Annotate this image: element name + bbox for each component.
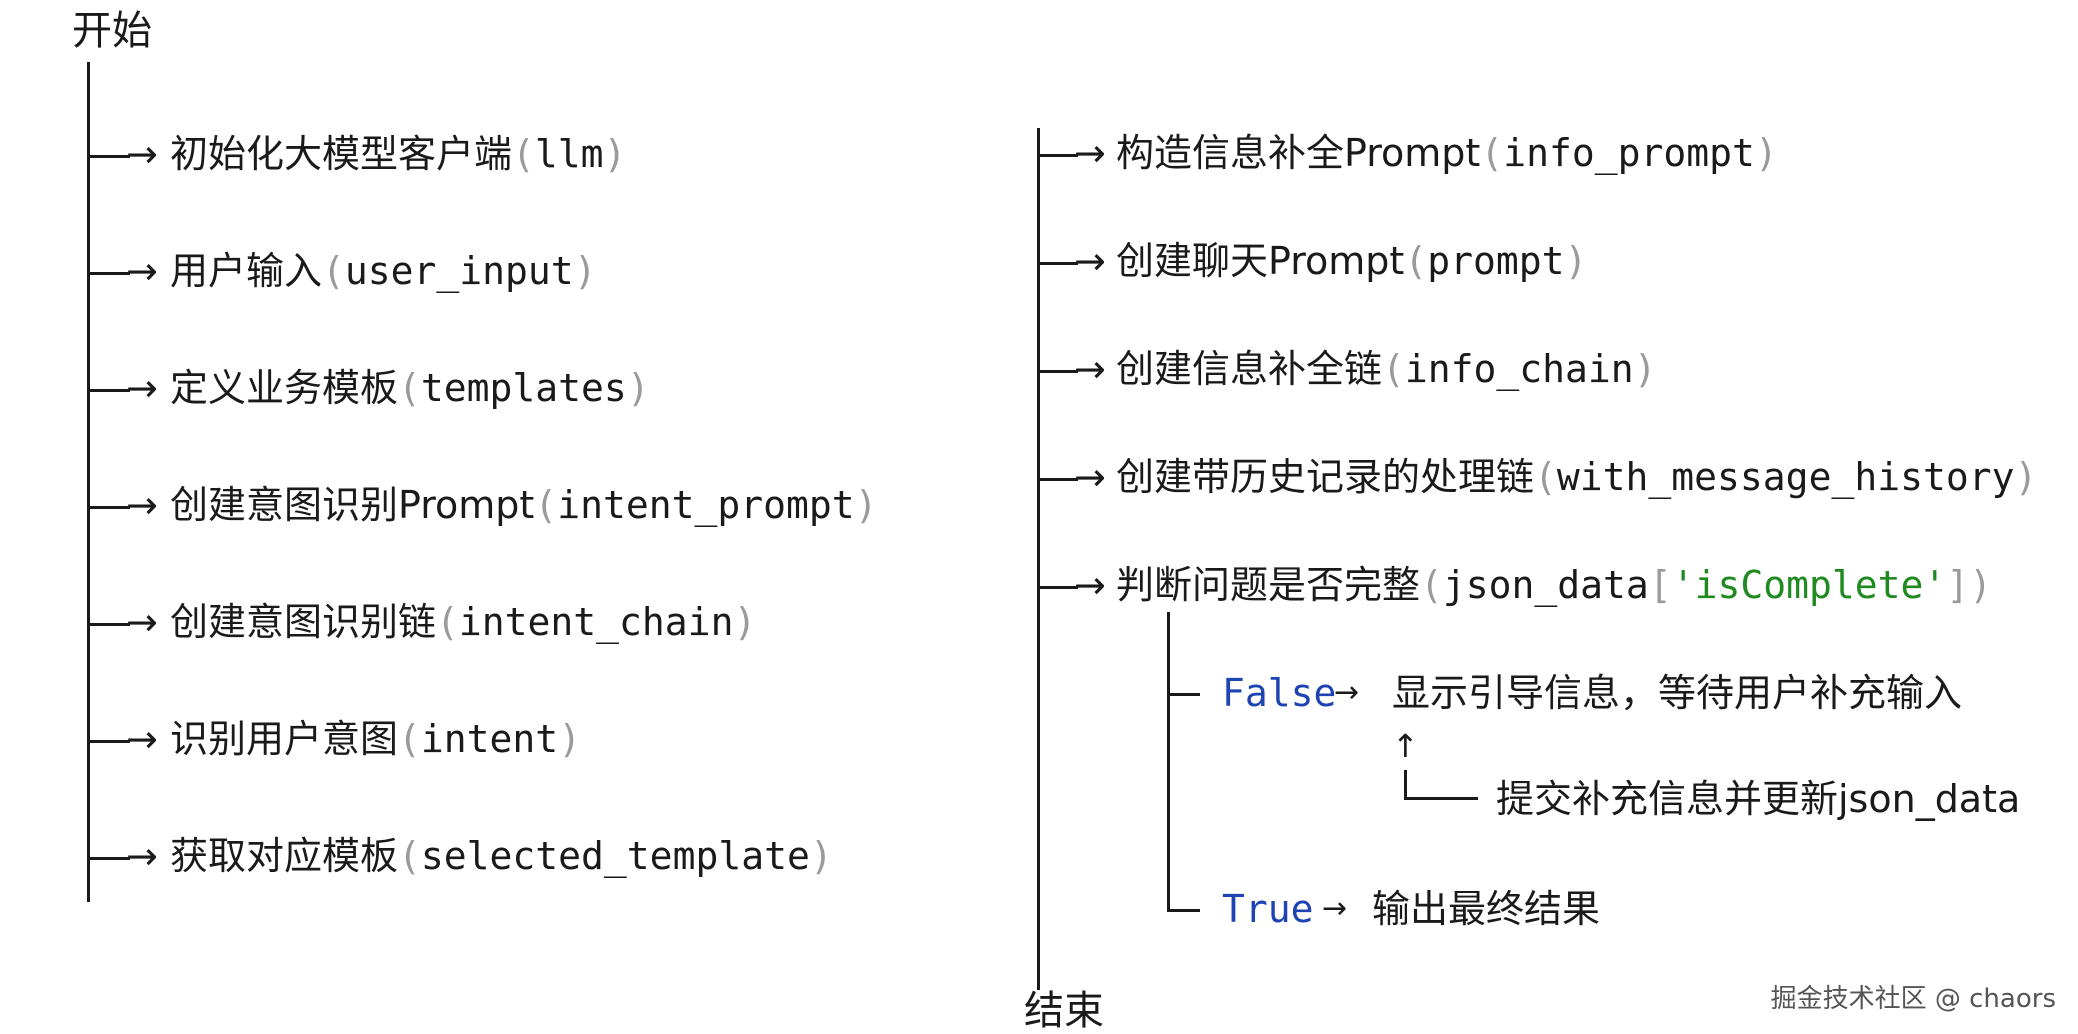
false-branch-line bbox=[1170, 693, 1200, 696]
branch-line bbox=[1040, 478, 1078, 481]
step-text: 判断问题是否完整 bbox=[1116, 563, 1421, 607]
true-action: 输出最终结果 bbox=[1372, 887, 1601, 931]
branch-line bbox=[90, 389, 130, 392]
arrow-right-icon: → bbox=[126, 717, 158, 761]
step-text: 创建意图识别Prompt bbox=[170, 483, 535, 527]
step-text: 构造信息补全Prompt bbox=[1116, 131, 1481, 175]
step-var: llm bbox=[534, 132, 604, 176]
feedback-line-horizontal bbox=[1404, 797, 1478, 800]
arrow-right-icon: → bbox=[126, 132, 158, 176]
arrow-right-icon: → bbox=[1074, 563, 1106, 607]
watermark: 掘金技术社区 @ chaors bbox=[1770, 984, 2056, 1014]
arrow-right-icon: → bbox=[1334, 675, 1360, 710]
step-var: intent bbox=[420, 717, 559, 761]
arrow-right-icon: → bbox=[126, 483, 158, 527]
step-key: 'isComplete' bbox=[1671, 563, 1947, 607]
feedback-line-vertical bbox=[1404, 770, 1407, 800]
step-text: 定义业务模板 bbox=[170, 366, 399, 410]
arrow-right-icon: → bbox=[1074, 347, 1106, 391]
step-var: info_chain bbox=[1404, 347, 1634, 391]
arrow-right-icon: → bbox=[126, 600, 158, 644]
step-var: prompt bbox=[1427, 239, 1565, 283]
branch-line bbox=[1040, 154, 1078, 157]
branch-line bbox=[90, 623, 130, 626]
step-var: intent_prompt bbox=[557, 483, 855, 527]
step-text: 创建意图识别链 bbox=[170, 600, 437, 644]
branch-line bbox=[1040, 370, 1078, 373]
branch-line bbox=[1040, 262, 1078, 265]
step-var: intent_chain bbox=[458, 600, 734, 644]
arrow-right-icon: → bbox=[126, 834, 158, 878]
step-var: user_input bbox=[344, 249, 574, 293]
start-label: 开始 bbox=[72, 8, 152, 54]
step-text: 用户输入 bbox=[170, 249, 323, 293]
branch-line bbox=[1040, 586, 1078, 589]
step-text: 创建带历史记录的处理链 bbox=[1116, 455, 1535, 499]
step-var: info_prompt bbox=[1503, 131, 1755, 175]
step-text: 识别用户意图 bbox=[170, 717, 399, 761]
decision-line bbox=[1167, 612, 1170, 912]
branch-line bbox=[90, 740, 130, 743]
step-text: 获取对应模板 bbox=[170, 834, 399, 878]
branch-line bbox=[90, 155, 130, 158]
arrow-right-icon: → bbox=[1074, 239, 1106, 283]
right-trunk-line bbox=[1037, 128, 1040, 990]
arrow-right-icon: → bbox=[1074, 455, 1106, 499]
branch-line bbox=[90, 857, 130, 860]
step-var: selected_template bbox=[420, 834, 810, 878]
step-var: with_message_history bbox=[1556, 455, 2015, 499]
step-text: 创建聊天Prompt bbox=[1116, 239, 1405, 283]
step-text: 初始化大模型客户端 bbox=[170, 132, 513, 176]
branch-line bbox=[90, 272, 130, 275]
true-label: True bbox=[1222, 887, 1314, 931]
step-text: 创建信息补全链 bbox=[1116, 347, 1383, 391]
true-branch-line bbox=[1170, 909, 1200, 912]
step-var: json_data bbox=[1442, 563, 1649, 607]
arrow-right-icon: → bbox=[126, 366, 158, 410]
feedback-text: 提交补充信息并更新json_data bbox=[1496, 777, 2021, 821]
arrow-right-icon: → bbox=[126, 249, 158, 293]
arrow-right-icon: → bbox=[1322, 891, 1348, 926]
branch-line bbox=[90, 506, 130, 509]
false-action: 显示引导信息，等待用户补充输入 bbox=[1392, 671, 1963, 715]
up-arrow-icon: ↑ bbox=[1392, 727, 1419, 765]
false-label: False bbox=[1222, 671, 1337, 715]
left-trunk-line bbox=[87, 62, 90, 902]
arrow-right-icon: → bbox=[1074, 131, 1106, 175]
step-var: templates bbox=[420, 366, 627, 410]
end-label: 结束 bbox=[1024, 988, 1104, 1034]
